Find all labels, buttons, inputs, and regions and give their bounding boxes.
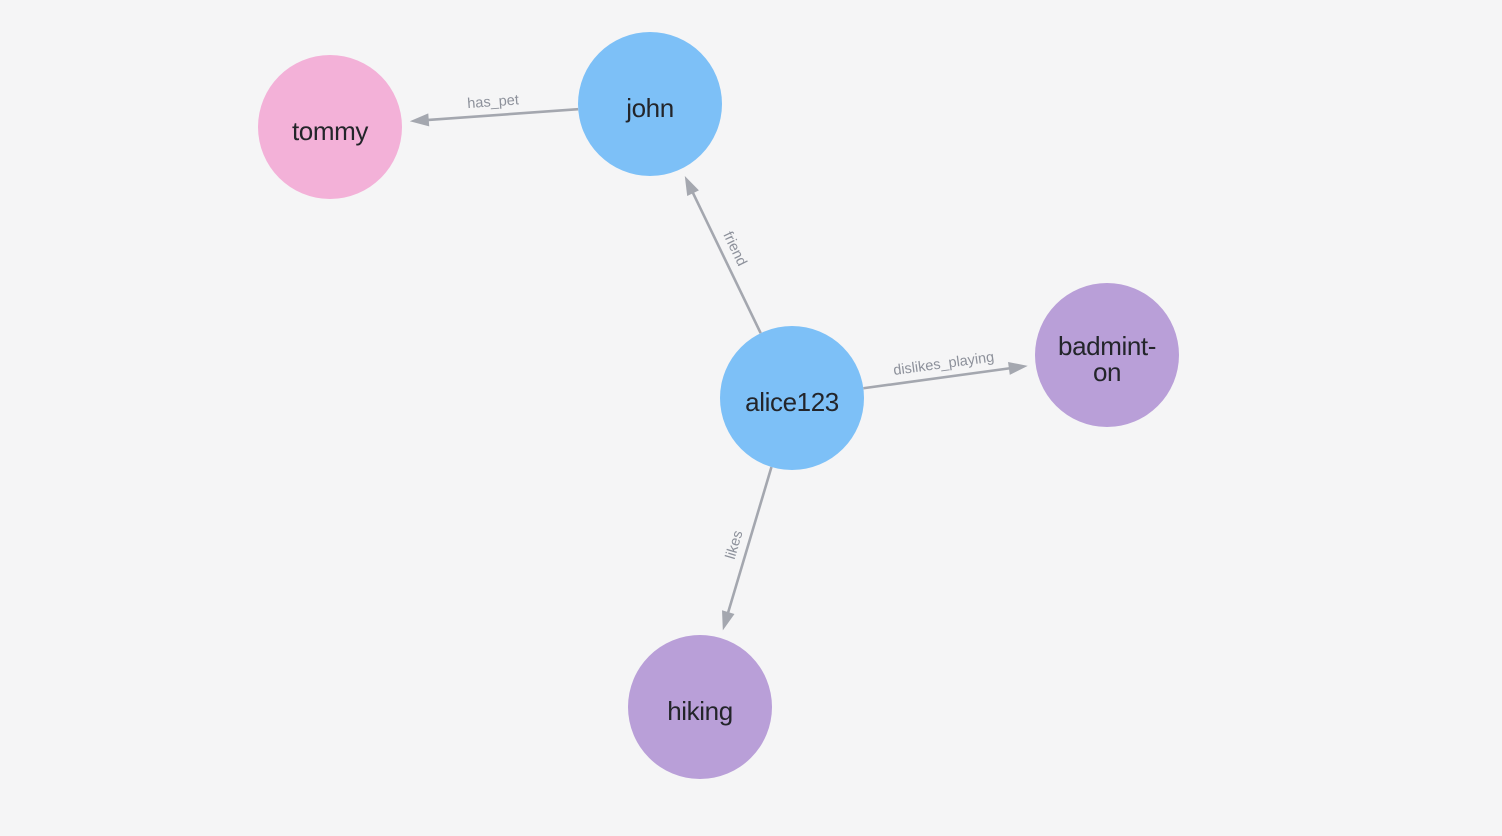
edge-label-dislikes_playing: dislikes_playing <box>892 349 995 379</box>
edge-line-has_pet <box>426 107 579 122</box>
edge-label-likes: likes <box>723 529 747 561</box>
node-circle-badminton[interactable] <box>1035 283 1179 427</box>
edge-line-likes <box>726 466 773 615</box>
node-circle-tommy[interactable] <box>258 55 402 199</box>
arrowhead-icon <box>722 610 735 631</box>
edge-friend[interactable]: friend <box>684 176 762 334</box>
edge-dislikes_playing[interactable]: dislikes_playing <box>863 349 1028 390</box>
node-circle-hiking[interactable] <box>628 635 772 779</box>
edge-line-friend <box>691 190 762 334</box>
node-alice123[interactable]: alice123 <box>720 326 864 470</box>
arrowhead-icon <box>409 113 430 127</box>
arrowhead-icon <box>1008 361 1028 375</box>
edge-label-has_pet: has_pet <box>467 92 520 112</box>
node-tommy[interactable]: tommy <box>258 55 402 199</box>
edge-label-friend: friend <box>719 229 749 269</box>
node-circle-alice123[interactable] <box>720 326 864 470</box>
node-circle-john[interactable] <box>578 32 722 176</box>
node-badminton[interactable]: badmint-on <box>1035 283 1179 427</box>
edge-likes[interactable]: likes <box>722 466 773 631</box>
arrowhead-icon <box>684 176 699 196</box>
node-hiking[interactable]: hiking <box>628 635 772 779</box>
node-john[interactable]: john <box>578 32 722 176</box>
edge-line-dislikes_playing <box>863 366 1012 390</box>
edge-has_pet[interactable]: has_pet <box>409 92 579 127</box>
